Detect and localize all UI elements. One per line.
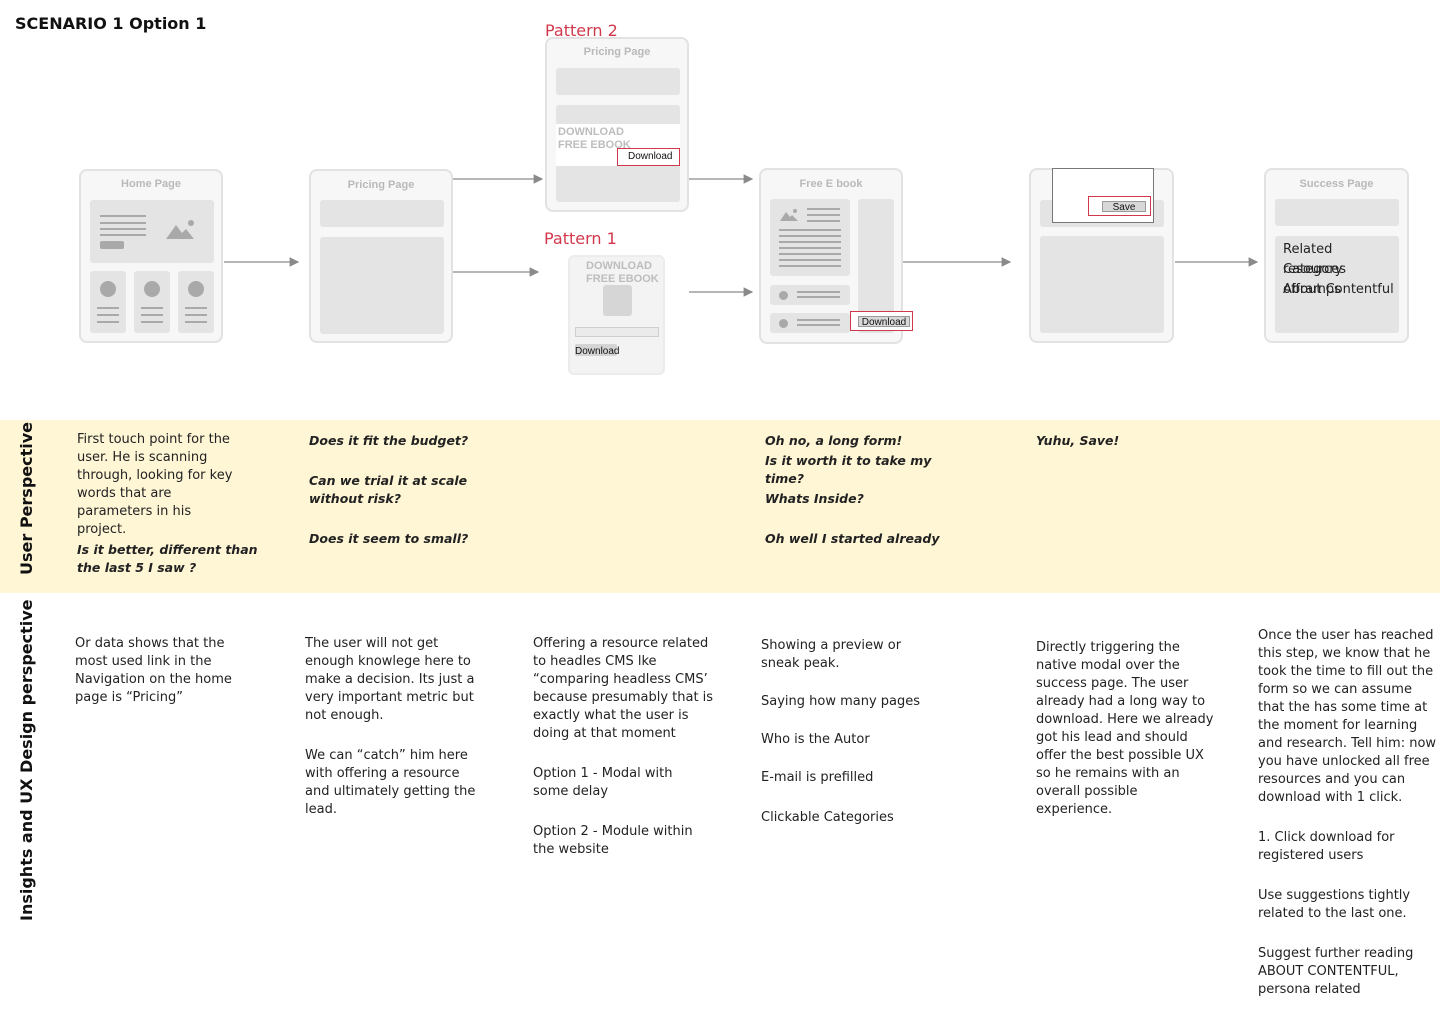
- ins-col3c: Option 2 - Module within the website: [533, 824, 693, 857]
- ebook-page-title: Free E book: [799, 178, 863, 190]
- up-col2-q1: Does it fit the budget?: [309, 433, 469, 448]
- pricing-page-title: Pricing Page: [347, 179, 415, 191]
- pattern-2-label: Pattern 2: [545, 21, 618, 40]
- success-link-about[interactable]: About Contentful: [1283, 282, 1394, 297]
- pattern-2-download-button[interactable]: Download: [617, 148, 680, 166]
- ins-col4e: Clickable Categories: [761, 810, 894, 825]
- modal-title-line1: DOWNLOAD: [586, 260, 652, 272]
- up-col1-text: First touch point for the user. He is sc…: [77, 432, 233, 537]
- ins-col3b: Option 1 - Modal with some delay: [533, 766, 673, 799]
- ebook-download-inner: Download: [858, 316, 910, 328]
- pricing-page-frame: Pricing Page: [309, 169, 453, 343]
- ins-col4b: Saying how many pages: [761, 694, 921, 709]
- up-col4-q4: Oh well I started already: [765, 531, 940, 546]
- ins-col6b: 1. Click download for registered users: [1258, 830, 1395, 863]
- pattern-1-label: Pattern 1: [544, 229, 617, 248]
- success-header-block: [1275, 199, 1399, 226]
- scenario-title: SCENARIO 1 Option 1: [15, 14, 207, 33]
- image-icon: [780, 209, 798, 221]
- home-page-title: Home Page: [121, 178, 181, 190]
- ins-col6d: Suggest further reading ABOUT CONTENTFUL…: [1258, 946, 1414, 997]
- email-input[interactable]: [575, 327, 659, 337]
- home-page-frame: Home Page: [79, 169, 223, 343]
- up-col4-q1: Oh no, a long form!: [765, 433, 903, 448]
- ins-col4d: E-mail is prefilled: [761, 770, 874, 785]
- ins-col1: Or data shows that the most used link in…: [75, 636, 232, 705]
- pattern-2-download-label: Download: [628, 151, 673, 162]
- ins-col2b: We can “catch” him here with offering a …: [305, 748, 476, 817]
- ins-col2a: The user will not get enough knowlege he…: [305, 636, 475, 723]
- p2-header-block: [556, 68, 680, 95]
- modal-title-line2: FREE EBOOK: [586, 273, 659, 285]
- ebook-module-line2: FREE EBOOK: [558, 139, 631, 151]
- up-col4-q3: Whats Inside?: [765, 491, 864, 506]
- modal-page-block-2: [1040, 236, 1164, 333]
- hero-block: [90, 200, 214, 263]
- up-col5-q1: Yuhu, Save!: [1036, 433, 1120, 448]
- save-button[interactable]: Save: [1102, 201, 1146, 213]
- up-col2-q2: Can we trial it at scale without risk?: [309, 473, 468, 506]
- card-2: [134, 271, 170, 333]
- success-page-frame: Success Page Related resources Category …: [1264, 168, 1409, 343]
- pattern-2-frame: Pricing Page DOWNLOAD FREE EBOOK Downloa…: [545, 37, 689, 212]
- user-perspective-label: User Perspective: [17, 421, 36, 575]
- pattern-1-download-button[interactable]: [575, 344, 617, 356]
- native-save-dialog: Save: [1052, 168, 1154, 223]
- up-col2-q3: Does it seem to small?: [309, 531, 469, 546]
- pattern-1-download-label: Download: [575, 346, 620, 357]
- success-link-related[interactable]: Related resources: [1283, 242, 1347, 277]
- pricing-content-block: [320, 237, 444, 334]
- ebook-page-frame: Free E book: [759, 168, 903, 344]
- user-perspective-band: [0, 420, 1440, 593]
- ebook-module-line1: DOWNLOAD: [558, 126, 624, 138]
- ins-col6a: Once the user has reached this step, we …: [1258, 628, 1437, 805]
- ebook-download-label: Download: [861, 317, 907, 328]
- success-link-category[interactable]: Category offramps: [1283, 262, 1343, 297]
- card-3: [178, 271, 214, 333]
- ebook-form-column: [858, 199, 894, 333]
- up-col1-question: Is it better, different than the last 5 …: [77, 542, 258, 575]
- pattern-2-pricing-title: Pricing Page: [583, 46, 651, 58]
- ins-col6c: Use suggestions tightly related to the l…: [1258, 888, 1411, 921]
- ebook-preview-block: [770, 199, 850, 276]
- image-icon: [166, 220, 194, 239]
- pattern-1-modal: DOWNLOAD FREE EBOOK Download: [568, 255, 665, 375]
- ins-col4a: Showing a preview or sneak peak.: [761, 638, 902, 671]
- insights-label: Insights and UX Design perspective: [17, 599, 36, 921]
- ebook-field-1: [770, 285, 850, 305]
- ebook-field-2: [770, 313, 850, 333]
- up-col4-q2: Is it worth it to take my time?: [765, 453, 932, 486]
- ins-col3a: Offering a resource related to headles C…: [533, 636, 714, 741]
- success-links-block: Related resources Category offramps Abou…: [1275, 236, 1399, 333]
- save-button-label: Save: [1112, 202, 1136, 213]
- card-1: [90, 271, 126, 333]
- ins-col5: Directly triggering the native modal ove…: [1036, 640, 1214, 817]
- ebook-download-button[interactable]: Download: [850, 311, 913, 331]
- flow-arrows: [224, 174, 1259, 297]
- ebook-cover: [603, 285, 632, 316]
- ins-col4c: Who is the Autor: [761, 732, 870, 747]
- save-button-frame: Save: [1088, 196, 1151, 216]
- success-page-title: Success Page: [1299, 178, 1374, 190]
- pricing-header-block: [320, 200, 444, 227]
